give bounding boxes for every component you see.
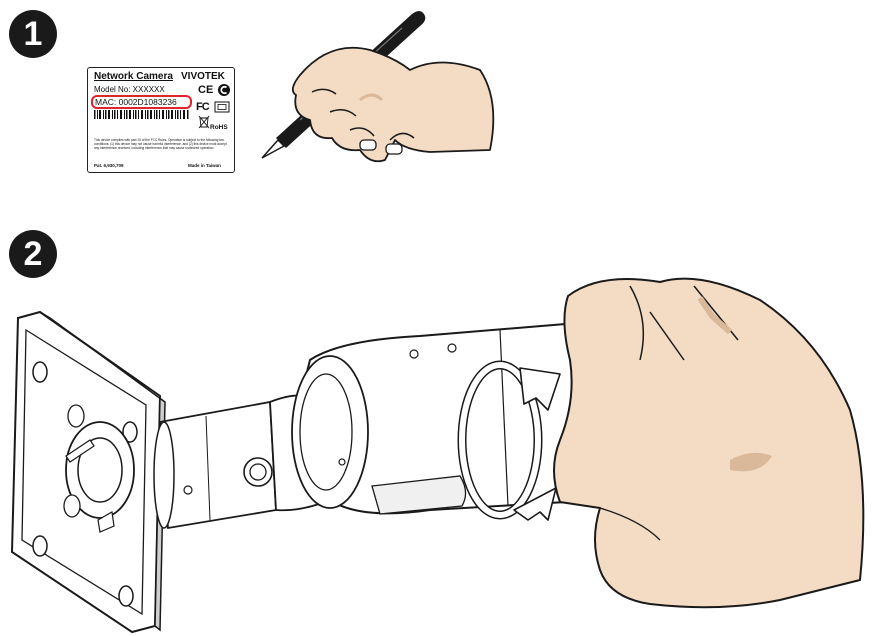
- bin-icon: [198, 115, 210, 129]
- hand-with-pen: [250, 5, 500, 175]
- rohs-mark: RoHS: [210, 124, 228, 131]
- label-model: Model No: XXXXXX: [94, 85, 165, 94]
- hand-icon: [554, 279, 863, 608]
- label-mac: MAC: 0002D1083236: [95, 97, 177, 107]
- mounting-bracket: [12, 312, 165, 632]
- ce-mark: CE: [198, 84, 213, 96]
- barcode: [94, 110, 190, 119]
- fcc-mark: FC: [196, 101, 209, 113]
- label-patent: Pat. 6,930,709: [94, 163, 124, 168]
- camera-icon: [292, 322, 600, 514]
- label-brand: VIVOTEK: [181, 71, 225, 82]
- label-title: Network Camera: [94, 71, 173, 82]
- step-1-number: 1: [24, 15, 43, 54]
- hand-icon: [293, 48, 494, 161]
- step-2-number: 2: [24, 235, 43, 274]
- weee-box-icon: [214, 101, 230, 113]
- product-label: Network Camera VIVOTEK Model No: XXXXXX …: [87, 67, 235, 173]
- fcc-notice: This device complies with part 15 of the…: [94, 138, 229, 160]
- c-tick-icon: [217, 83, 231, 97]
- camera-illustration: [0, 270, 874, 636]
- label-made-in: Made in Taiwan: [188, 163, 221, 168]
- step-1-badge: 1: [9, 10, 57, 58]
